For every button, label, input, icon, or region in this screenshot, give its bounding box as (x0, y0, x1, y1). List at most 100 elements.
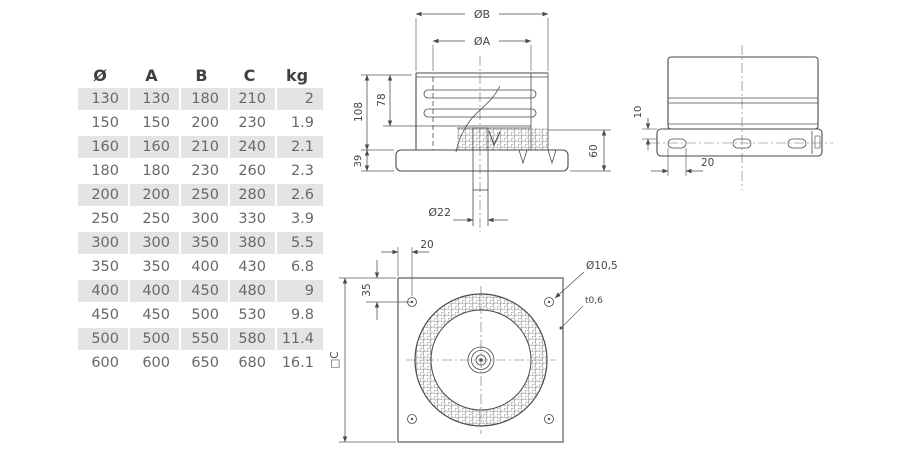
table-cell: 330 (238, 211, 266, 227)
table-cell: 1.9 (290, 115, 314, 131)
table-cell: 250 (142, 211, 170, 227)
table-cell: 210 (230, 88, 275, 110)
dim-label-hole-offset-x: 20 (420, 239, 433, 251)
table-cell: 2.1 (277, 136, 323, 158)
bead-rib (423, 108, 537, 118)
table-cell: 150 (91, 115, 119, 131)
table-cell: 5.5 (277, 232, 323, 254)
table-row: 150 150 200 230 1.9 (78, 112, 324, 134)
plan-view-drawing: □C 20 35 Ø10,5 t0,6 (329, 239, 618, 443)
table-cell: 2 (277, 88, 323, 110)
column-header-b: B (195, 65, 208, 85)
dim-label-plate-size: □C (329, 351, 341, 368)
column-header-a: A (145, 65, 158, 85)
dim-label-inner-height: 78 (376, 93, 388, 106)
dim-label-thickness: t0,6 (585, 296, 603, 306)
table-cell: 180 (181, 88, 228, 110)
table-cell: 210 (181, 136, 228, 158)
dim-label-flange-height: 39 (353, 155, 364, 168)
table-cell: 2.3 (290, 163, 314, 179)
table-cell: 200 (130, 184, 179, 206)
table-cell: 2.6 (277, 184, 323, 206)
table-cell: 250 (181, 184, 228, 206)
table-cell: 11.4 (277, 328, 323, 350)
table-cell: 160 (130, 136, 179, 158)
pipe-body (667, 56, 819, 130)
mounting-slot (787, 138, 807, 149)
table-cell: 550 (181, 328, 228, 350)
base-plate-plan (397, 277, 564, 443)
table-cell: 240 (230, 136, 275, 158)
table-cell: 450 (91, 307, 119, 323)
ring-outer-circle (414, 293, 548, 427)
dim-label-slot-length: 20 (701, 157, 714, 169)
mounting-slot (732, 138, 752, 149)
dim-label-total-height: 108 (353, 102, 365, 122)
table-cell: 350 (181, 232, 228, 254)
table-cell: 160 (78, 136, 128, 158)
table-cell: 230 (238, 115, 266, 131)
table-cell: 680 (238, 355, 266, 371)
mounting-slot (667, 138, 687, 149)
column-header-c: C (243, 65, 256, 85)
table-cell: 16.1 (281, 355, 314, 371)
table-cell: 150 (142, 115, 170, 131)
table-cell: 650 (191, 355, 219, 371)
table-cell: 180 (91, 163, 119, 179)
table-cell: 580 (230, 328, 275, 350)
leader-dot (559, 326, 563, 330)
column-header-diameter: Ø (93, 65, 107, 85)
side-view-drawing: 10 20 (633, 45, 833, 190)
bead-rib (423, 89, 537, 99)
table-cell: 200 (191, 115, 219, 131)
table-cell: 260 (238, 163, 266, 179)
table-cell: 280 (230, 184, 275, 206)
table-cell: 9.8 (290, 307, 314, 323)
table-cell: 300 (130, 232, 179, 254)
dim-label-outer-diameter: ØB (474, 8, 490, 21)
table-cell: 380 (230, 232, 275, 254)
table-cell: 600 (91, 355, 119, 371)
table-cell: 350 (91, 259, 119, 275)
drip-edge (518, 149, 528, 165)
table-cell: 530 (238, 307, 266, 323)
table-row: 180 180 230 260 2.3 (78, 160, 324, 182)
table-cell: 9 (277, 280, 323, 302)
table-cell: 400 (130, 280, 179, 302)
table-cell: 130 (78, 88, 128, 110)
table-cell: 450 (181, 280, 228, 302)
table-cell: 480 (230, 280, 275, 302)
size-table-header: Ø A B C kg (78, 62, 324, 88)
table-cell: 3.9 (290, 211, 314, 227)
drain-fitting (467, 346, 495, 374)
table-cell: 500 (78, 328, 128, 350)
table-cell: 250 (91, 211, 119, 227)
dim-label-inner-diameter: ØA (474, 35, 491, 48)
dim-label-drain-diameter: Ø22 (428, 206, 451, 219)
section-view-drawing: ØB ØA (353, 8, 611, 232)
base-plate-side (656, 128, 823, 157)
weld-mark (488, 130, 501, 147)
drip-edge (547, 149, 557, 165)
table-cell: 130 (130, 88, 179, 110)
dim-label-plate-offset: 10 (633, 106, 644, 119)
table-cell: 350 (142, 259, 170, 275)
column-header-kg: kg (285, 65, 309, 85)
dim-label-right-height: 60 (588, 144, 600, 157)
table-cell: 180 (142, 163, 170, 179)
table-cell: 400 (191, 259, 219, 275)
table-cell: 230 (191, 163, 219, 179)
dim-label-hole-offset-y: 35 (361, 283, 373, 296)
